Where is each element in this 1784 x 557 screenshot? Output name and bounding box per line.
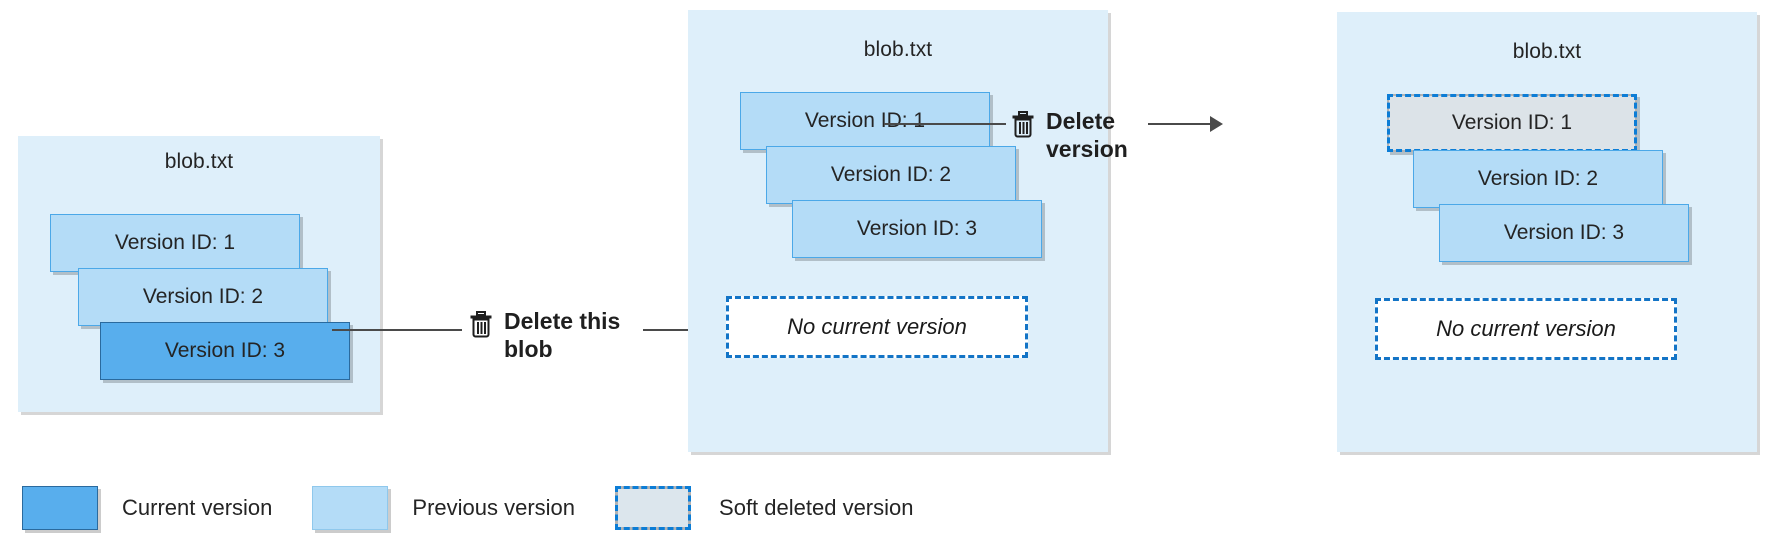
version-label: Version ID: 1	[804, 109, 926, 132]
connector-line-delete-blob-left	[332, 329, 462, 331]
arrowhead-delete-version	[1210, 116, 1223, 132]
action-line-1: Delete	[1046, 108, 1116, 134]
legend-label: Previous version	[412, 495, 576, 520]
action-line-1: Delete this	[504, 308, 621, 334]
version-label: Version ID: 3	[1503, 221, 1625, 244]
legend-item-current-version: Current version	[22, 486, 272, 530]
legend-label: Soft deleted version	[719, 495, 914, 520]
no-current-version-label: No current version	[1436, 316, 1616, 341]
action-delete-blob-label: Delete this blob	[504, 307, 620, 363]
panel-title: blob.txt	[863, 38, 933, 61]
connector-line-delete-blob-right	[643, 329, 718, 331]
action-delete-version: Delete version	[1010, 107, 1160, 163]
panel-title: blob.txt	[1512, 40, 1582, 63]
panel-after-delete-blob: blob.txt Version ID: 1 Version ID: 2 Ver…	[688, 10, 1108, 452]
connector-line-delete-version-left	[884, 123, 1006, 125]
connector-line-delete-version-right	[1148, 123, 1210, 125]
panel-initial: blob.txt Version ID: 1 Version ID: 2 Ver…	[18, 136, 380, 412]
legend-label: Current version	[122, 495, 273, 520]
trash-icon	[468, 309, 494, 344]
panel-title: blob.txt	[164, 150, 234, 173]
version-label: Version ID: 2	[142, 285, 264, 308]
panel-after-delete-version: blob.txt Version ID: 1 Version ID: 2 Ver…	[1337, 12, 1757, 452]
version-box-previous: Version ID: 1	[740, 92, 990, 150]
version-box-soft-deleted: Version ID: 1	[1387, 94, 1637, 152]
no-current-version-placeholder: No current version	[1375, 298, 1677, 360]
legend: Current version Previous version Soft de…	[22, 486, 914, 530]
legend-item-previous-version: Previous version	[312, 486, 575, 530]
version-box-current: Version ID: 3	[100, 322, 350, 380]
version-box-previous: Version ID: 2	[78, 268, 328, 326]
legend-swatch-current	[22, 486, 98, 530]
version-box-previous: Version ID: 3	[792, 200, 1042, 258]
version-label: Version ID: 1	[1451, 111, 1573, 134]
legend-swatch-soft-deleted	[615, 486, 692, 530]
legend-swatch-previous	[312, 486, 389, 530]
action-line-2: version	[1046, 136, 1128, 163]
action-delete-blob: Delete this blob	[468, 307, 648, 363]
version-box-previous: Version ID: 1	[50, 214, 300, 272]
version-box-previous: Version ID: 2	[766, 146, 1016, 204]
action-line-2: blob	[504, 336, 553, 363]
version-box-previous: Version ID: 2	[1413, 150, 1663, 208]
no-current-version-placeholder: No current version	[726, 296, 1028, 358]
version-box-previous: Version ID: 3	[1439, 204, 1689, 262]
no-current-version-label: No current version	[787, 314, 967, 339]
action-delete-version-label: Delete version	[1046, 107, 1128, 163]
version-label: Version ID: 2	[830, 163, 952, 186]
legend-item-soft-deleted-version: Soft deleted version	[615, 486, 914, 530]
version-label: Version ID: 1	[114, 231, 236, 254]
version-label: Version ID: 3	[856, 217, 978, 240]
version-label: Version ID: 3	[164, 339, 286, 362]
trash-icon	[1010, 109, 1036, 144]
version-label: Version ID: 2	[1477, 167, 1599, 190]
